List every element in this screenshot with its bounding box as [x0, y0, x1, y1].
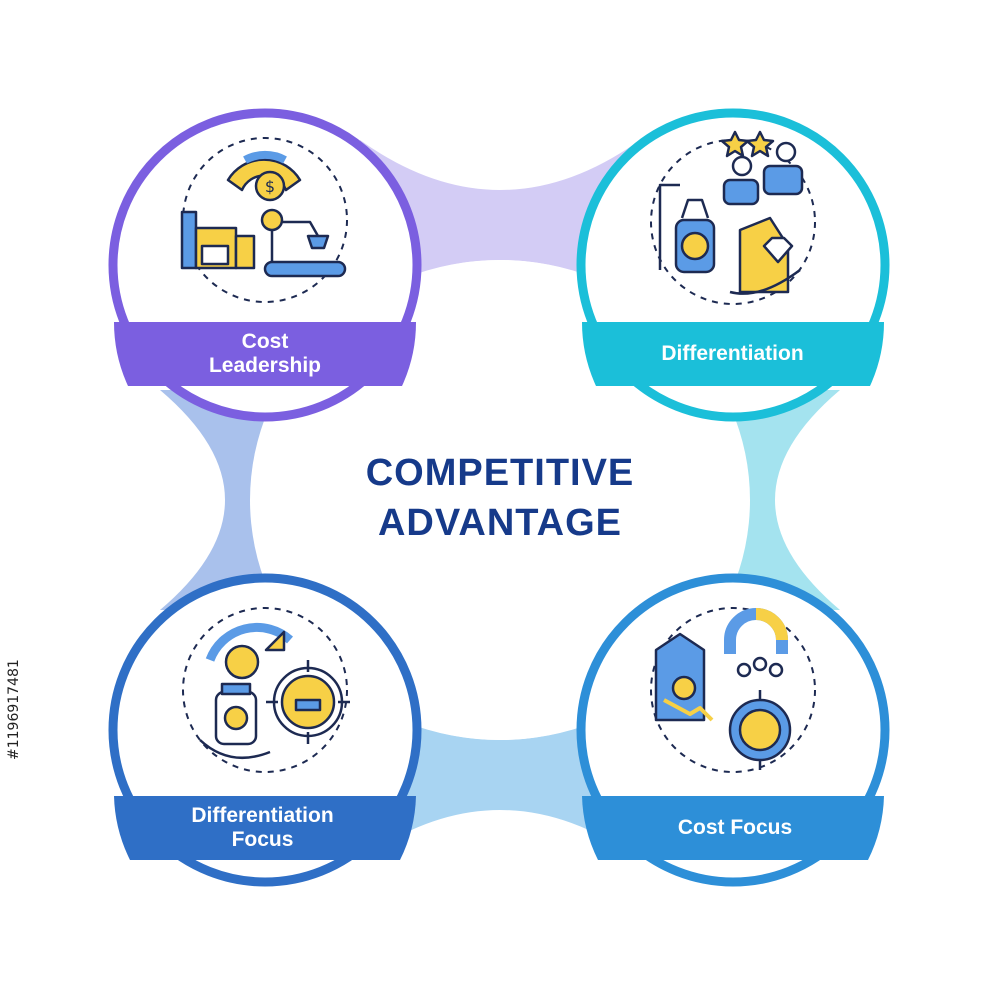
- page-title-line-1: COMPETITIVE: [365, 452, 635, 494]
- svg-text:$: $: [265, 177, 275, 196]
- price-magnet-icon: [650, 607, 816, 773]
- node-cost-focus: [576, 573, 890, 887]
- niche-target-icon: [182, 607, 350, 773]
- watermark-id: #1196917481: [6, 659, 22, 760]
- node-label-cost-focus: Cost Focus: [677, 816, 793, 839]
- node-differentiation-focus: [108, 573, 422, 887]
- node-cost-leadership: $: [108, 108, 422, 422]
- node-label-differentiation: Differentiation: [661, 342, 804, 365]
- page-title-line-2: ADVANTAGE: [377, 502, 623, 544]
- factory-cost-icon: $: [180, 137, 348, 303]
- premium-product-icon: [650, 130, 816, 305]
- node-differentiation: [576, 108, 890, 422]
- connector-bottom: [360, 700, 640, 860]
- connector-top: [360, 140, 640, 300]
